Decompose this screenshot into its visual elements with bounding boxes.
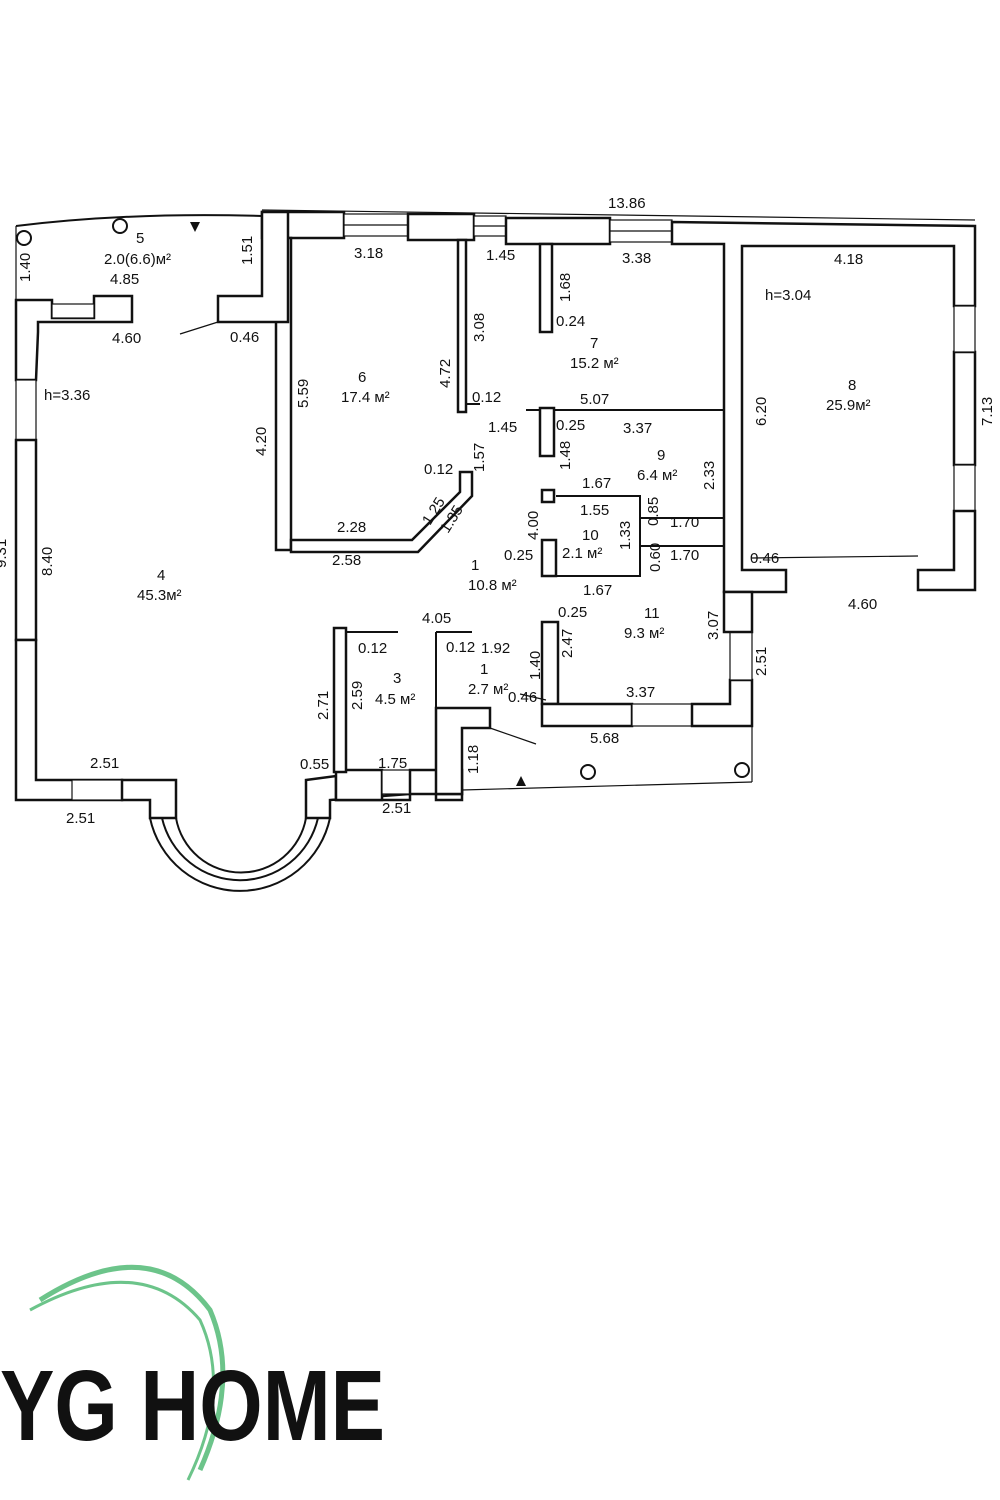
dimension: 5.59	[295, 379, 312, 408]
dimension: 2.33	[701, 461, 718, 490]
yg-home-logo: YG HOME	[0, 1264, 385, 1481]
room-label: 4.5 м²	[375, 691, 415, 708]
dimension: 0.12	[446, 639, 475, 656]
dimension: 0.12	[358, 640, 387, 657]
dimension: 2.58	[332, 552, 361, 569]
dimension: 1.57	[471, 443, 488, 472]
dimension: 4.20	[253, 427, 270, 456]
room-label: 6	[358, 369, 366, 386]
dimension: 2.51	[753, 647, 770, 676]
room-label: 1	[480, 661, 488, 678]
room-label: 3	[393, 670, 401, 687]
dimension: 0.25	[504, 547, 533, 564]
dimension: 4.18	[834, 251, 863, 268]
dimension: 2.51	[66, 810, 95, 827]
dimension: 1.40	[527, 651, 544, 680]
dimension: 1.40	[17, 253, 34, 282]
dimension: 4.85	[110, 271, 139, 288]
dimension: 9.31	[0, 539, 10, 568]
dimension: 2.51	[382, 800, 411, 817]
dimension: 0.25	[558, 604, 587, 621]
room-label: 2.0(6.6)м²	[104, 251, 171, 268]
room-label: 45.3м²	[137, 587, 182, 604]
dimension: 2.59	[349, 681, 366, 710]
dimension: 3.08	[471, 313, 488, 342]
dimension: 0.24	[556, 313, 585, 330]
room-label: 10.8 м²	[468, 577, 517, 594]
logo-text: YG HOME	[0, 1350, 385, 1462]
room-label: 5	[136, 230, 144, 247]
dimension: 3.37	[626, 684, 655, 701]
room-label: 7	[590, 335, 598, 352]
dimension: 8.40	[39, 547, 56, 576]
ceiling-height: h=3.36	[44, 387, 90, 404]
dimension: 1.51	[239, 236, 256, 265]
dimension: 4.60	[112, 330, 141, 347]
dimension: 0.12	[472, 389, 501, 406]
room-label: 25.9м²	[826, 397, 871, 414]
room-label: 17.4 м²	[341, 389, 390, 406]
room-label: 10	[582, 527, 599, 544]
room-label: 9.3 м²	[624, 625, 664, 642]
dimension: 13.86	[608, 195, 646, 212]
dimension: 2.51	[90, 755, 119, 772]
dimension: 1.70	[670, 514, 699, 531]
logo-swoosh-icon	[38, 1264, 226, 1472]
dimension: 1.67	[582, 475, 611, 492]
dimension: 1.70	[670, 547, 699, 564]
dimension: 3.38	[622, 250, 651, 267]
outer-walls	[14, 209, 977, 892]
dimension: 0.85	[645, 497, 662, 526]
dimension: 0.55	[300, 756, 329, 773]
dimension: 0.60	[647, 543, 664, 572]
dimension: 2.47	[559, 629, 576, 658]
room-labels: 1 10.8 м² 1 2.7 м² 3 4.5 м² 4 45.3м² 5 2…	[44, 230, 871, 708]
room-label: 9	[657, 447, 665, 464]
dimension: 1.68	[557, 273, 574, 302]
dimension: 5.68	[590, 730, 619, 747]
dimension: 1.18	[465, 745, 482, 774]
room-label: 2.7 м²	[468, 681, 508, 698]
dimension: 4.00	[525, 511, 542, 540]
dimension: 1.33	[617, 521, 634, 550]
dimension: 2.71	[315, 691, 332, 720]
room-label: 8	[848, 377, 856, 394]
dimension: 0.46	[750, 550, 779, 567]
dimension: 0.12	[424, 461, 453, 478]
dimension: 3.07	[705, 611, 722, 640]
dimension: 1.45	[486, 247, 515, 264]
dimension: 1.75	[378, 755, 407, 772]
dimension: 1.92	[481, 640, 510, 657]
room-label: 2.1 м²	[562, 545, 602, 562]
dimension: 1.55	[580, 502, 609, 519]
dimension: 4.72	[437, 359, 454, 388]
room-label: 15.2 м²	[570, 355, 619, 372]
dimension-labels: 13.86 9.31 3.18 1.45 3.38 1.51 4.85 1.40…	[0, 195, 996, 827]
dimension: 1.48	[557, 441, 574, 470]
dimension: 3.18	[354, 245, 383, 262]
logo-swoosh-icon	[29, 1280, 215, 1481]
dimension: 6.20	[753, 397, 770, 426]
dimension: 1.45	[488, 419, 517, 436]
room-label: 11	[644, 605, 660, 622]
dimension: 0.46	[508, 689, 537, 706]
dimension: 0.46	[230, 329, 259, 346]
dimension: 1.67	[583, 582, 612, 599]
room-label: 6.4 м²	[637, 467, 677, 484]
dimension: 4.05	[422, 610, 451, 627]
dimension: 4.60	[848, 596, 877, 613]
ceiling-height: h=3.04	[765, 287, 811, 304]
dimension: 3.37	[623, 420, 652, 437]
dimension: 2.28	[337, 519, 366, 536]
dimension: 0.25	[556, 417, 585, 434]
dimension: 7.13	[979, 397, 996, 426]
dimension: 5.07	[580, 391, 609, 408]
room-label: 4	[157, 567, 165, 584]
room-label: 1	[471, 557, 479, 574]
